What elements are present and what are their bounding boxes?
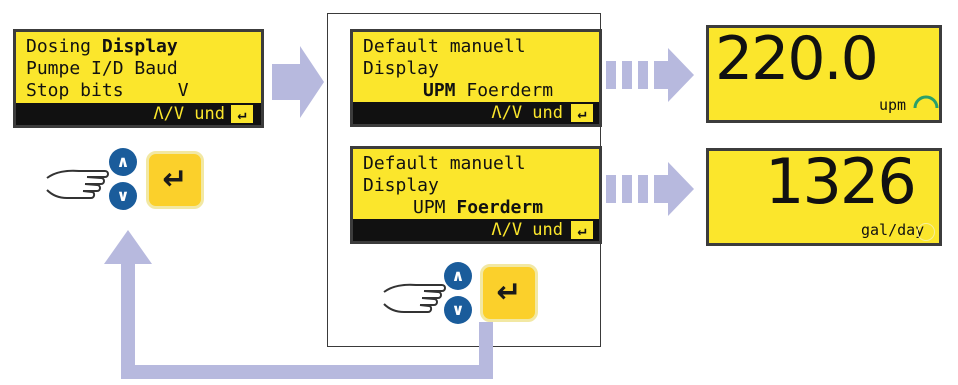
upm-result-display: 220.0 upm: [706, 25, 942, 123]
menu-line1-a: Dosing: [26, 36, 102, 57]
default-upm-line3-a: UPM: [423, 80, 456, 101]
menu-line3: Stop bits V: [26, 80, 189, 101]
dotted-arrow-to-upm-display: [606, 48, 694, 102]
hand-pointer-icon: [46, 169, 109, 199]
default-upm-line1: Default manuell: [363, 36, 526, 57]
menu-line1-b: Display: [101, 36, 178, 57]
arrow-to-settings: [272, 46, 324, 118]
up-arrow-button[interactable]: ∧: [444, 262, 472, 290]
down-arrow-button[interactable]: ∨: [444, 296, 472, 324]
default-display-foerderm: Default manuell Display UPM Foerderm Λ/V…: [350, 146, 602, 244]
upm-value: 220.0: [715, 25, 879, 94]
default-foerderm-line1: Default manuell: [363, 153, 526, 174]
status-circle-icon: [917, 223, 935, 241]
flow-result-display: 1326 gal/day: [706, 148, 942, 246]
default-foerderm-nav-bar: Λ/V und ↵: [353, 219, 599, 241]
flow-value: 1326: [765, 148, 917, 218]
menu-display: Dosing Display Pumpe I/D Baud Stop bits …: [13, 29, 264, 128]
default-upm-line3-b: Foerderm: [455, 80, 554, 101]
menu-nav-text: Λ/V und: [153, 104, 225, 124]
upm-unit: upm: [879, 96, 907, 114]
menu-line2: Pumpe I/D Baud: [26, 58, 178, 79]
enter-icon: ↵: [571, 104, 593, 122]
default-display-upm: Default manuell Display UPM Foerderm Λ/V…: [350, 29, 602, 127]
default-upm-line2: Display: [363, 58, 439, 79]
default-foerderm-nav-text: Λ/V und: [491, 220, 563, 240]
menu-nav-bar: Λ/V und ↵: [16, 103, 261, 125]
up-arrow-button[interactable]: ∧: [109, 148, 137, 176]
down-arrow-button[interactable]: ∨: [109, 182, 137, 210]
default-upm-nav-text: Λ/V und: [491, 103, 563, 123]
dotted-arrow-to-flow-display: [606, 162, 694, 216]
flow-unit: gal/day: [861, 221, 925, 239]
default-upm-nav-bar: Λ/V und ↵: [353, 102, 599, 124]
enter-button[interactable]: ↵: [146, 151, 204, 209]
hand-pointer-icon: [383, 283, 446, 313]
enter-button[interactable]: ↵: [480, 264, 538, 322]
running-indicator-icon: [913, 95, 939, 109]
default-foerderm-line3-b: Foerderm: [456, 197, 544, 218]
enter-icon: ↵: [231, 105, 253, 123]
default-foerderm-line2: Display: [363, 175, 439, 196]
default-foerderm-line3-a: UPM: [413, 197, 457, 218]
enter-icon: ↵: [571, 221, 593, 239]
